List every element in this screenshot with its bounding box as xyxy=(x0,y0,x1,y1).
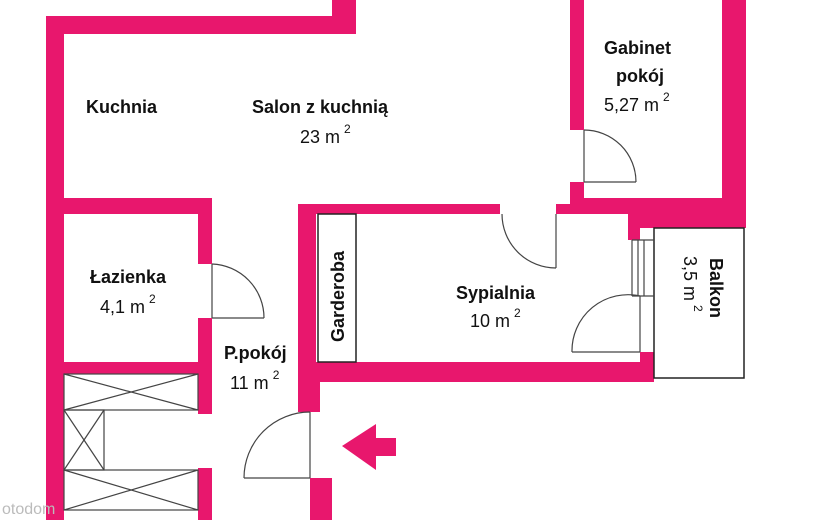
wall-lazienka-top xyxy=(46,198,212,214)
wall-top-left xyxy=(46,16,356,34)
room-name-garderoba: Garderoba xyxy=(328,250,348,342)
room-name-lazienka: Łazienka xyxy=(90,267,167,287)
room-name-balkon: Balkon xyxy=(706,258,726,318)
wall-sypialnia-top-right xyxy=(556,204,632,214)
balcony-area xyxy=(653,227,745,379)
room-area-balkon: 3,5 m 2 xyxy=(680,256,705,312)
wall-entrance-lower xyxy=(310,478,332,520)
room-area-gabinet: 5,27 m 2 xyxy=(604,90,670,115)
wall-gabinet-right xyxy=(722,0,746,212)
wall-lazienka-right-upper xyxy=(198,198,212,264)
area-sup-salon: 2 xyxy=(344,122,351,136)
wall-sypialnia-left xyxy=(298,204,316,382)
wall-right-balcony-top xyxy=(628,198,746,228)
wall-gabinet-left-upper xyxy=(570,0,584,130)
walls xyxy=(46,0,746,520)
wall-top-notch xyxy=(332,0,356,34)
room-name-przedpokoj: P.pokój xyxy=(224,343,287,363)
area-value-przedpokoj: 11 m xyxy=(230,373,269,393)
room-area-lazienka: 4,1 m 2 xyxy=(100,292,156,317)
area-value-balkon: 3,5 m xyxy=(680,256,700,301)
wall-lower-right xyxy=(198,468,212,520)
wall-lazienka-right-lower xyxy=(198,318,212,368)
area-sup-balkon: 2 xyxy=(691,305,705,312)
area-sup-lazienka: 2 xyxy=(149,292,156,306)
watermark: otodom xyxy=(2,501,55,518)
balcony-window xyxy=(631,239,654,297)
wall-left-outer xyxy=(46,16,64,520)
wall-sypialnia-top-left xyxy=(310,204,500,214)
area-sup-przedpokoj: 2 xyxy=(273,368,280,382)
wall-sypialnia-bottom xyxy=(310,362,654,382)
stairs xyxy=(63,373,199,511)
doors xyxy=(211,129,641,479)
door-balcony xyxy=(571,294,641,353)
area-sup-gabinet: 2 xyxy=(663,90,670,104)
wall-sypialnia-right-upper xyxy=(628,204,640,240)
area-value-lazienka: 4,1 m xyxy=(100,297,145,317)
door-sypialnia-top xyxy=(501,213,557,269)
area-value-gabinet: 5,27 m xyxy=(604,95,659,115)
room-area-przedpokoj: 11 m 2 xyxy=(230,368,280,393)
room-area-salon: 23 m 2 xyxy=(300,122,351,147)
room-name-kuchnia: Kuchnia xyxy=(86,97,158,117)
area-sup-sypialnia: 2 xyxy=(514,306,521,320)
door-lazienka xyxy=(211,263,265,319)
room-name-gabinet-1: Gabinet xyxy=(604,38,671,58)
entrance-arrow-icon xyxy=(342,424,396,470)
area-value-salon: 23 m xyxy=(300,127,340,147)
garderoba-closet xyxy=(317,213,357,363)
door-gabinet xyxy=(583,129,637,183)
room-name-gabinet-2: pokój xyxy=(616,66,664,86)
wall-entrance-upper xyxy=(298,372,320,412)
wall-stairs-right xyxy=(198,370,212,414)
wall-lazienka-bottom xyxy=(46,362,212,374)
room-area-sypialnia: 10 m 2 xyxy=(470,306,521,331)
room-name-salon: Salon z kuchnią xyxy=(252,97,389,117)
area-value-sypialnia: 10 m xyxy=(470,311,510,331)
door-entrance xyxy=(243,411,311,479)
room-name-sypialnia: Sypialnia xyxy=(456,283,536,303)
